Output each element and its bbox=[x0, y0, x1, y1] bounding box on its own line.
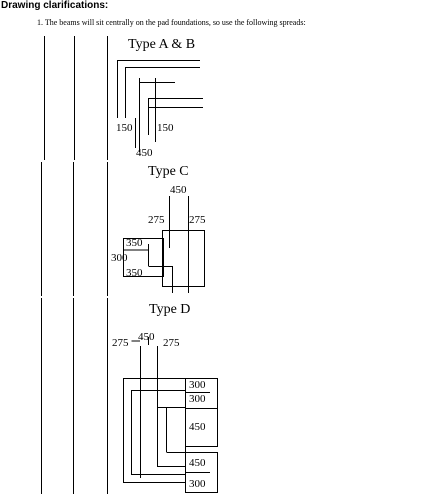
type-d-dim-5: 300 bbox=[189, 393, 206, 405]
type-d-dim-8: 300 bbox=[189, 478, 206, 490]
type-d-title: Type D bbox=[149, 302, 190, 317]
type-ab-dim-1: 150 bbox=[116, 122, 133, 134]
type-d-diagram bbox=[123, 346, 186, 483]
type-c-dim-2: 275 bbox=[148, 214, 165, 226]
type-c-dim-5: 300 bbox=[111, 252, 128, 264]
type-d-dim-3: 275 bbox=[163, 337, 180, 349]
type-d-dim-7: 450 bbox=[189, 457, 206, 469]
clarification-note: 1. The beams will sit centrally on the p… bbox=[37, 18, 306, 27]
type-d-dimension-boxes bbox=[185, 378, 218, 493]
type-c-dim-4: 350 bbox=[126, 237, 143, 249]
type-d-dim-1: 450 bbox=[138, 331, 155, 343]
type-c-title: Type C bbox=[148, 164, 189, 179]
type-c-dim-3: 275 bbox=[189, 214, 206, 226]
type-ab-dim-3: 450 bbox=[136, 147, 153, 159]
type-c-dim-1: 450 bbox=[170, 184, 187, 196]
type-d-dim-2: 275 bbox=[112, 337, 129, 349]
type-ab-title: Type A & B bbox=[128, 37, 195, 52]
type-c-diagram bbox=[123, 196, 205, 293]
type-c-dim-6: 350 bbox=[126, 267, 143, 279]
type-d-dim-4: 300 bbox=[189, 379, 206, 391]
heading: Drawing clarifications: bbox=[1, 0, 109, 11]
type-ab-diagram bbox=[117, 60, 203, 152]
type-ab-dim-2: 150 bbox=[157, 122, 174, 134]
type-d-dim-6: 450 bbox=[189, 421, 206, 433]
